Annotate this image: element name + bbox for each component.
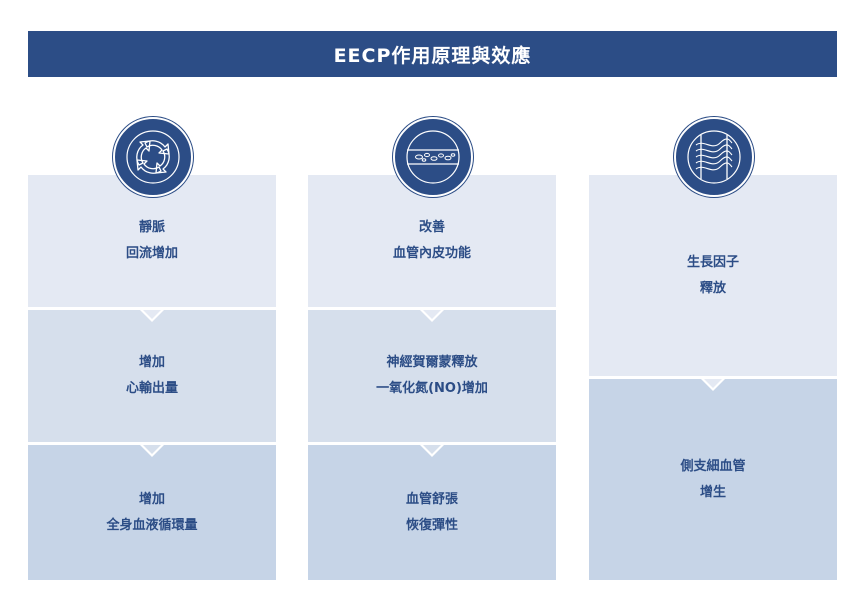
box-line: 一氧化氮(NO)增加 [376,381,488,396]
box-line: 側支細血管 [680,458,746,474]
box-line: 心輸出量 [125,381,178,396]
box-line: 靜脈 [138,220,165,235]
box-circulation: 增加 全身血液循環量 [28,445,276,580]
flow-arrow-fill [143,310,161,319]
wavy-flow-icon [674,117,754,197]
box-line: 釋放 [699,280,726,296]
flow-arrow-fill [423,445,441,454]
box-venous-return: 靜脈 回流增加 [28,175,276,307]
box-line: 增生 [699,484,726,500]
box-no-release: 神經賀爾蒙釋放 一氧化氮(NO)增加 [308,310,556,442]
box-line: 全身血液循環量 [106,517,198,533]
box-line: 恢復彈性 [405,517,458,533]
flow-arrow-fill [423,310,441,319]
blood-vessel-icon [393,117,473,197]
box-line: 神經賀爾蒙釋放 [386,355,478,370]
box-vasodilation: 血管舒張 恢復彈性 [308,445,556,580]
box-line: 改善 [418,220,445,235]
box-line: 回流增加 [125,246,178,261]
flow-arrow-fill [704,379,722,388]
box-endothelial: 改善 血管內皮功能 [308,175,556,307]
box-line: 增加 [138,491,165,507]
diagram-title: EECP作用原理與效應 [28,31,837,77]
box-line: 血管舒張 [405,491,458,507]
box-cardiac-output: 增加 心輸出量 [28,310,276,442]
flow-arrow-fill [143,445,161,454]
box-collateral: 側支細血管 增生 [589,379,837,580]
circular-arrows-icon [113,117,193,197]
box-line: 增加 [138,355,165,370]
box-line: 生長因子 [686,254,739,270]
box-growth-factor: 生長因子 釋放 [589,175,837,376]
box-line: 血管內皮功能 [392,246,471,261]
